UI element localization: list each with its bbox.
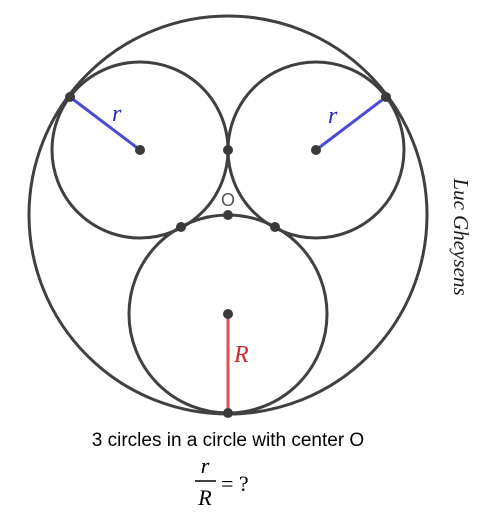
small-radius-label-left: r xyxy=(112,101,122,127)
top-point-bottom-circle xyxy=(223,210,233,220)
center-label: O xyxy=(221,190,235,210)
ratio-numerator: r xyxy=(201,453,210,478)
center-dot-left xyxy=(135,145,145,155)
small-radius-label-right: r xyxy=(328,103,338,129)
center-dot-right xyxy=(311,145,321,155)
tangent-point-right-outer xyxy=(381,92,391,102)
tangent-point-left-outer xyxy=(65,92,75,102)
center-dot-bottom xyxy=(223,309,233,319)
tangent-point-right-bottom xyxy=(270,222,280,232)
small-radius-right xyxy=(315,95,387,152)
caption: 3 circles in a circle with center O xyxy=(92,430,364,451)
tangent-point-small-circles xyxy=(223,145,233,155)
ratio-denominator: R xyxy=(197,485,212,510)
small-radius-left xyxy=(69,95,141,152)
big-radius-label: R xyxy=(233,342,249,368)
author-signature: Luc Gheysens xyxy=(449,177,473,295)
tangent-point-left-bottom xyxy=(176,222,186,232)
ratio-equals-question: = ? xyxy=(221,471,249,496)
tangent-point-bottom-outer xyxy=(223,408,233,418)
